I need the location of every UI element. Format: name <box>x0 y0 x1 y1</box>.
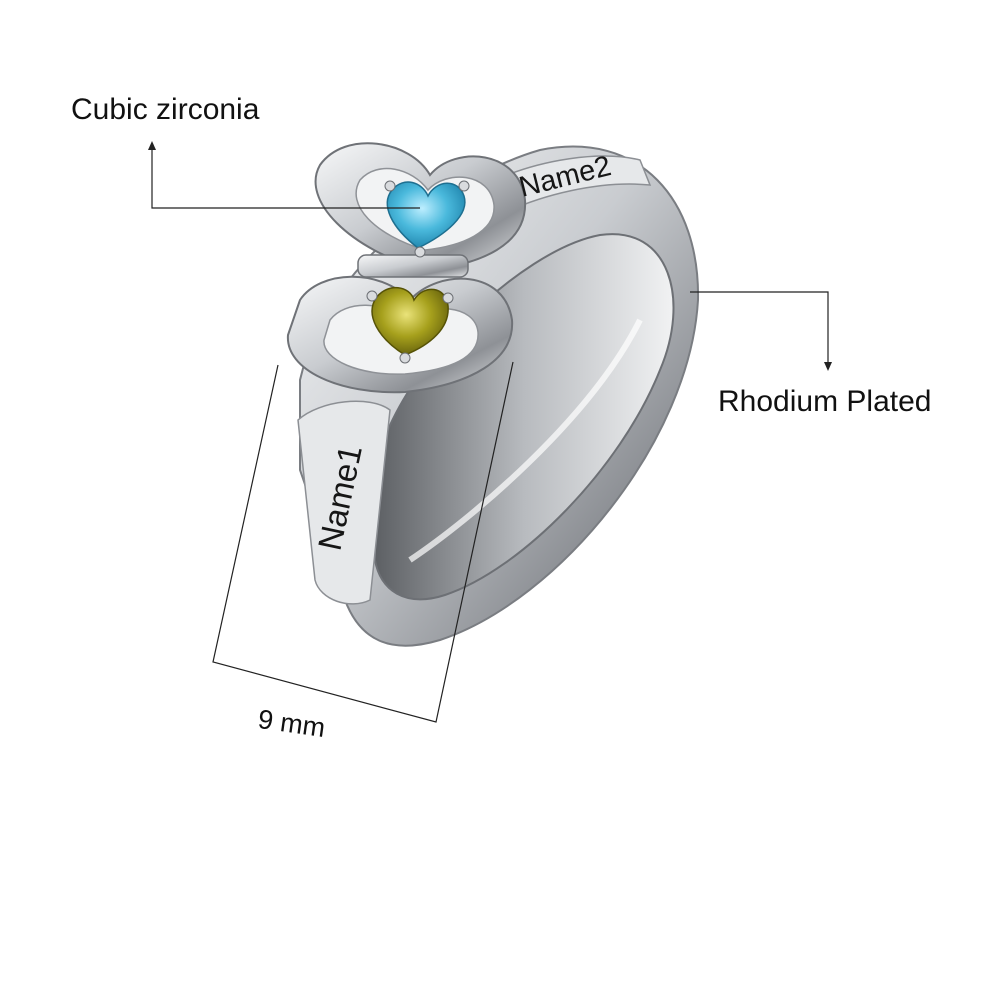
arrowhead-rhodium-plated-icon <box>824 362 832 371</box>
callout-plating: Rhodium Plated <box>718 385 932 418</box>
arrowhead-cubic-zirconia-icon <box>148 141 156 150</box>
callout-stone-material: Cubic zirconia <box>71 93 260 126</box>
blue-heart-stone <box>386 181 466 249</box>
callout-lines <box>151 150 829 723</box>
heart-connector-bar <box>357 254 469 278</box>
stone-prongs <box>366 180 470 364</box>
engraving-panel-top <box>494 155 652 217</box>
yellow-heart-stone <box>371 287 449 356</box>
ring-inner-rim <box>408 318 643 563</box>
engraving-panel-front <box>297 400 391 605</box>
